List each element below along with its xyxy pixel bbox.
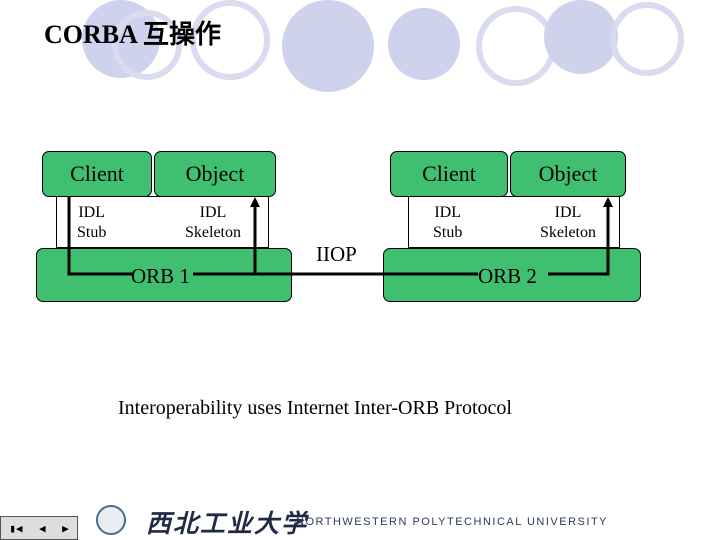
decor-circle	[190, 0, 270, 80]
decor-circle	[282, 0, 374, 92]
right-up-arrow	[548, 197, 613, 276]
university-emblem-icon	[96, 505, 126, 535]
left-object-box: Object	[154, 151, 276, 197]
prev-slide-icon[interactable]: ◀	[39, 521, 46, 535]
right-idl-skeleton-label: IDL Skeleton	[540, 204, 596, 241]
university-english-name: NORTHWESTERN POLYTECHNICAL UNIVERSITY	[296, 516, 608, 528]
left-idl-skeleton-label: IDL Skeleton	[185, 204, 241, 241]
orb1-label: ORB 1	[131, 264, 190, 288]
slide-title: CORBA 互操作	[44, 20, 221, 49]
decor-circle	[112, 10, 182, 80]
decor-circle	[610, 2, 684, 76]
left-stub-skeleton-box: IDL Stub IDL Skeleton	[56, 196, 269, 248]
decor-circle	[544, 0, 618, 74]
iiop-label: IIOP	[316, 242, 357, 266]
left-client-label: Client	[70, 161, 124, 186]
right-object-label: Object	[538, 161, 598, 186]
right-idl-stub-label: IDL Stub	[433, 204, 463, 241]
nav-controls-icon[interactable]: ▮◀ ◀ ▶	[0, 516, 78, 540]
right-client-label: Client	[422, 161, 476, 186]
left-idl-stub-label: IDL Stub	[77, 204, 107, 241]
caption-text: Interoperability uses Internet Inter-ORB…	[118, 397, 512, 419]
left-object-label: Object	[185, 161, 245, 186]
right-object-box: Object	[510, 151, 626, 197]
orb2-label: ORB 2	[478, 264, 537, 288]
next-slide-icon[interactable]: ▶	[62, 521, 69, 535]
university-chinese-name: 西北工业大学	[146, 511, 309, 538]
first-slide-icon[interactable]: ▮◀	[9, 521, 23, 535]
right-stub-skeleton-box: IDL Stub IDL Skeleton	[408, 196, 620, 248]
left-client-box: Client	[42, 151, 152, 197]
left-call-path	[67, 197, 132, 276]
left-up-arrow	[193, 197, 260, 276]
right-client-box: Client	[390, 151, 508, 197]
decor-circle	[388, 8, 460, 80]
